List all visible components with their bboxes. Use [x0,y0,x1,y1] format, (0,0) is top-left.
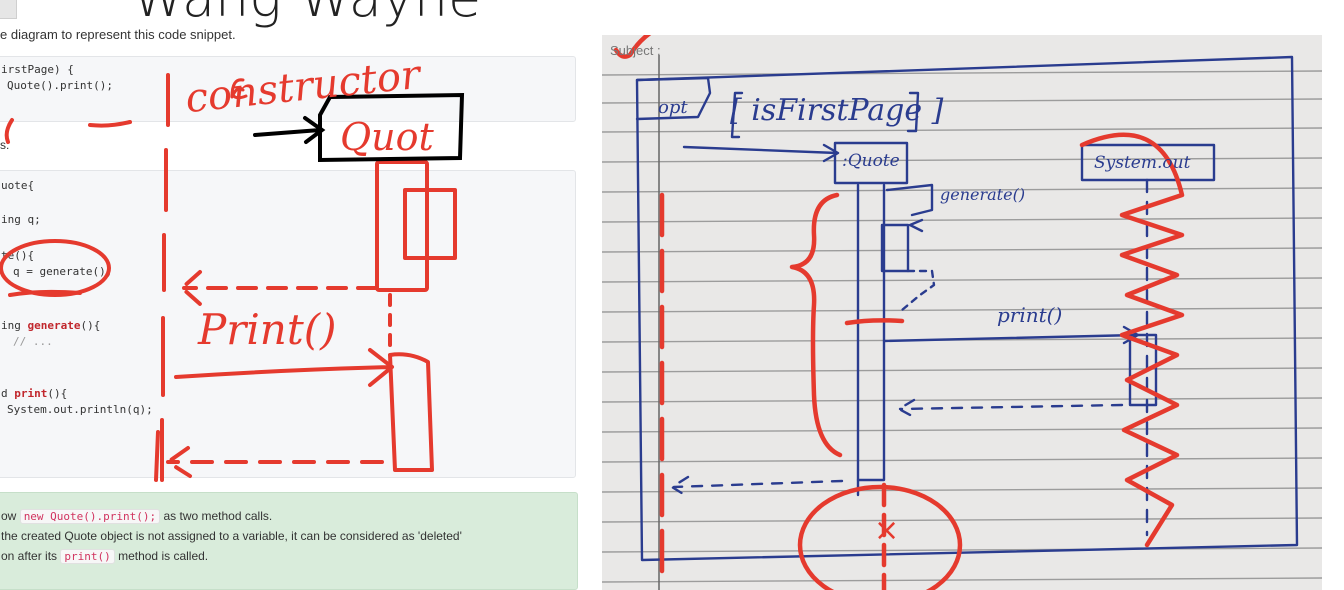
self-call-head [908,218,924,233]
print-label: print() [997,303,1063,327]
annotation-layer [0,73,465,482]
checkmark [613,35,652,59]
scribble-out [1079,132,1185,548]
code-line: System.out.println(q); [7,403,153,416]
bracket-mark [4,118,14,144]
quote-label: :Quote [842,151,900,171]
opt-tag [635,76,712,121]
return-arrow [897,398,1124,419]
code-intro: s: [0,138,10,152]
circle-mark [0,239,111,297]
constructor-letter [230,78,248,100]
page-title: Wang Wayne [132,0,481,29]
guard-label: [ isFirstPage ] [730,93,944,128]
return-arrow [166,446,384,478]
circle-mark [797,484,963,590]
question-prompt: e diagram to represent this code snippet… [0,27,236,42]
self-call [885,183,934,217]
return-arrow [670,475,844,499]
quote-box [833,141,909,185]
activation-box [403,188,457,260]
code-line: uote{ [1,179,35,192]
code-line: ing q; [1,213,41,226]
activation-bar [856,183,886,482]
lifeline-dashes [154,430,160,482]
print-activation [1128,333,1158,407]
activation-box [375,160,429,292]
guard-bracket [730,91,744,139]
underline-mark [8,289,82,297]
underline-mark [844,318,905,326]
tab-corner [0,0,17,19]
return-arrow [180,270,378,306]
answer-line-3: on after its print() method is called. [1,549,209,564]
create-arrow [682,143,840,163]
lifeline-dashes [160,73,170,482]
activation-box [388,352,434,472]
paper-lines [602,35,1322,590]
return-arrow [900,269,936,312]
generate-activation [880,223,910,273]
answer-box: ow new Quote().print(); as two method ca… [0,492,578,590]
code-snippet-2: uote{ ing q; te(){ q = generate(); ing g… [0,170,576,478]
print-arrow [882,325,1140,345]
handwritten-diagram-photo: Subject : opt [ isFirstPage ] :Quote Sys… [602,35,1322,590]
underline-mark [88,120,132,128]
constructor-arrow [253,116,326,144]
frame-outline [635,55,1299,562]
destroy-cross: × [874,513,900,548]
brace [789,192,843,458]
code-line: Quote().print(); [7,79,113,92]
subject-label: Subject : [610,43,661,58]
code-line: irstPage) { [1,63,74,76]
guard-bracket [906,91,920,133]
code-line: q = generate(); [13,265,113,278]
code-comment: // ... [13,335,53,348]
generate-label: generate() [940,185,1026,204]
system-out-label: System.out [1094,153,1191,173]
code-snippet-1: irstPage) { Quote().print(); [0,56,576,122]
print-annotation: Print() [198,305,337,354]
code-line: ing generate(){ [1,319,101,332]
answer-line-2: the created Quote object is not assigned… [1,529,462,543]
print-arrow [174,348,394,387]
code-line: d print(){ [1,387,68,400]
object-box [318,92,465,163]
opt-label: opt [658,97,688,118]
answer-line-1: ow new Quote().print(); as two method ca… [1,509,273,524]
quote-annotation: Quot [340,115,434,159]
